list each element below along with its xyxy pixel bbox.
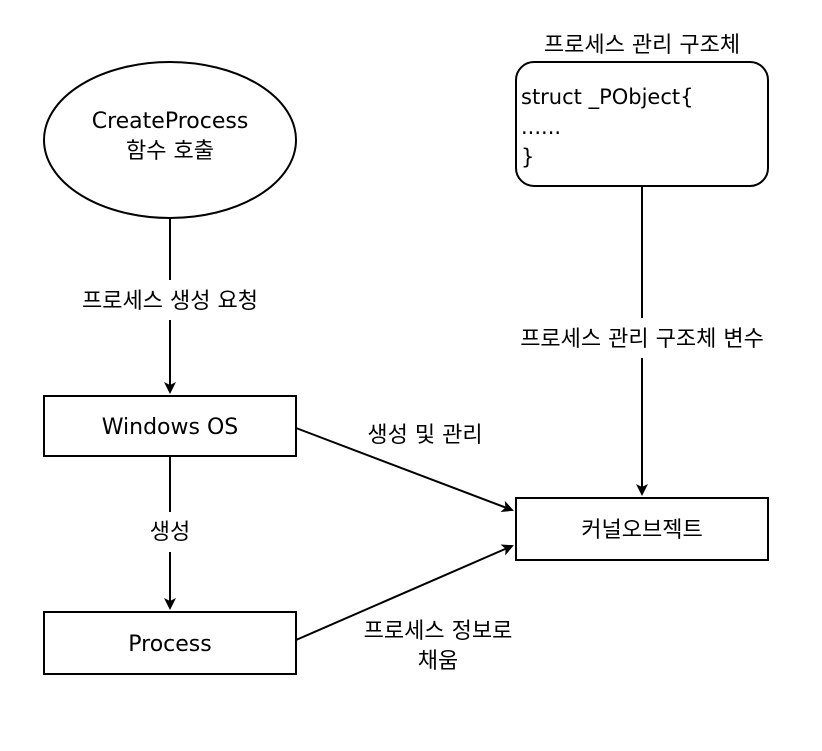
create-process-node (43, 61, 297, 219)
kernel-object-label: 커널오브젝트 (581, 518, 702, 543)
edge-label-request: 프로세스 생성 요청 (82, 289, 258, 314)
windows-os-node (43, 395, 297, 457)
create-process-line1: CreateProcess (92, 109, 249, 134)
edge-label-struct-var: 프로세스 관리 구조체 변수 (520, 327, 764, 352)
kernel-object-node (515, 497, 769, 561)
process-label: Process (128, 632, 211, 657)
process-node (43, 611, 297, 675)
edge-label-fill-line1: 프로세스 정보로 (364, 619, 513, 644)
edge-label-create: 생성 (150, 520, 190, 545)
struct-code-line2: ...... (521, 115, 561, 139)
struct-box-node (515, 61, 769, 187)
edge-label-fill-line2: 채움 (418, 649, 458, 674)
struct-code-line3: } (521, 145, 534, 169)
edge-label-manage: 생성 및 관리 (367, 423, 482, 448)
edge-fill (295, 544, 514, 641)
struct-title: 프로세스 관리 구조체 (544, 33, 740, 58)
windows-os-label: Windows OS (102, 415, 238, 440)
create-process-line2: 함수 호출 (126, 139, 214, 164)
edge-manage (295, 427, 514, 513)
struct-code-line1: struct _PObject{ (521, 85, 694, 110)
